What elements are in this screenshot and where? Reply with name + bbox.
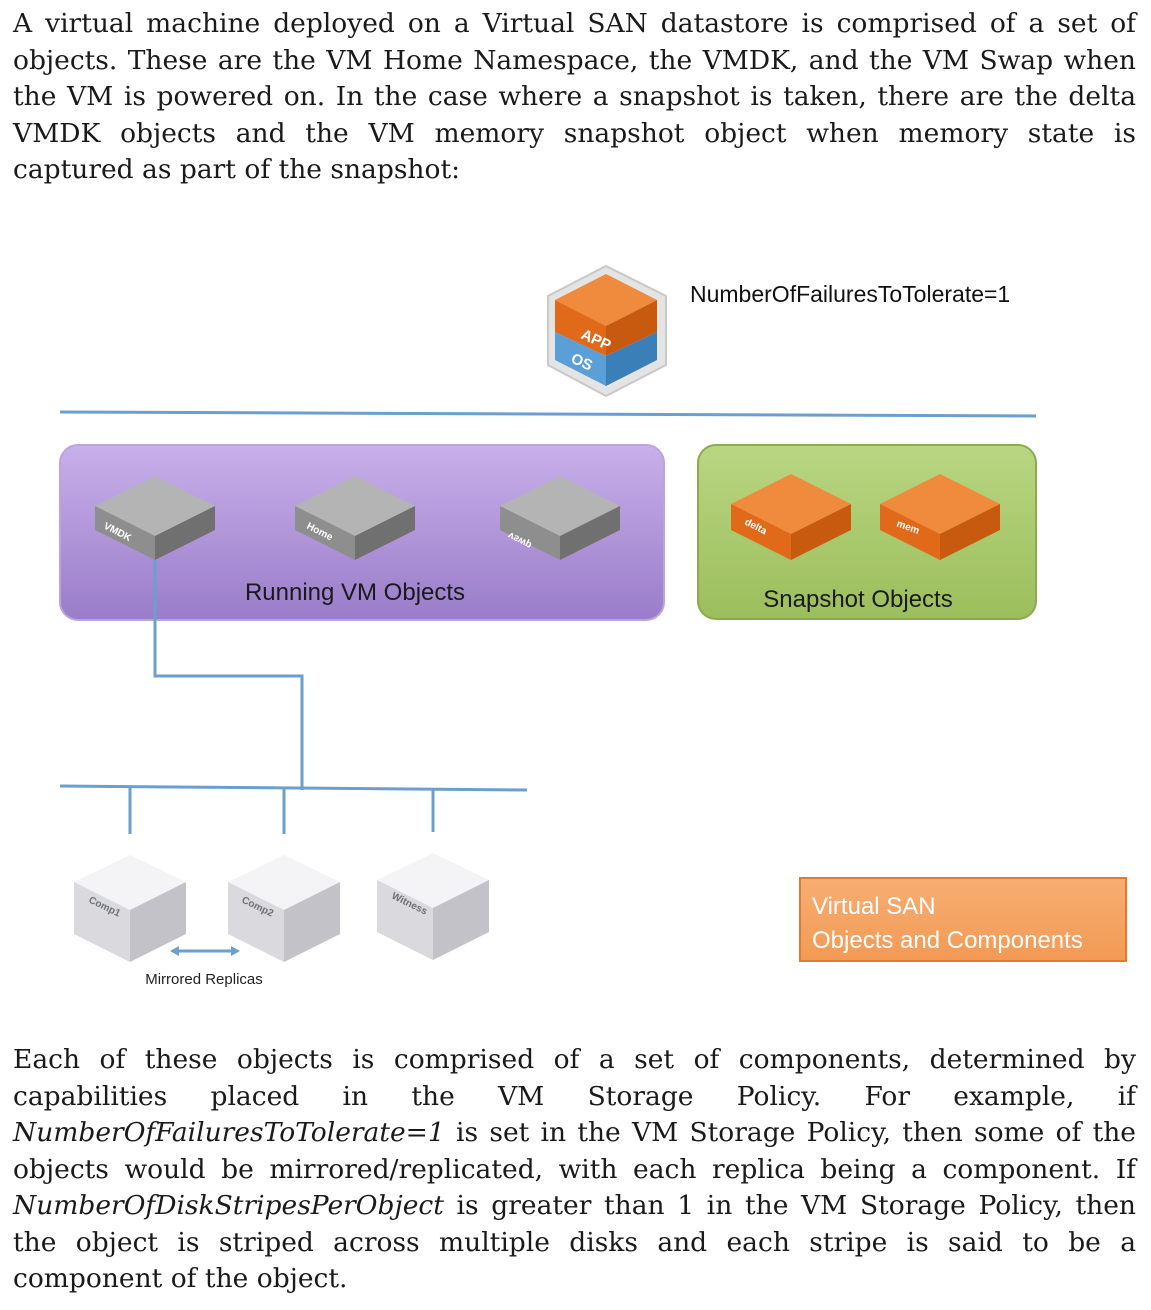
vsan-object-diagram: APP OS NumberOfFailuresToTolerate=1 VMDK… bbox=[59, 264, 1127, 988]
running-objects-label: Running VM Objects bbox=[245, 579, 465, 606]
home-object-icon: Home bbox=[295, 476, 415, 560]
delta-object-icon: delta bbox=[731, 474, 851, 560]
vmdk-connector-line bbox=[153, 560, 304, 790]
snapshot-objects-group: delta mem Snapshot Objects bbox=[697, 444, 1037, 620]
intro-paragraph: A virtual machine deployed on a Virtual … bbox=[13, 8, 1136, 185]
comp2-component-icon: Comp2 bbox=[228, 855, 340, 962]
mirrored-replicas-label: Mirrored Replicas bbox=[145, 971, 263, 988]
vmdk-object-icon: VMDK bbox=[95, 476, 215, 560]
body-paragraph: Each of these objects is comprised of a … bbox=[13, 1042, 1136, 1298]
legend-box: Virtual SAN Objects and Components bbox=[799, 877, 1127, 962]
witness-component-icon: Witness bbox=[377, 853, 489, 960]
policy-label: NumberOfFailuresToTolerate=1 bbox=[690, 281, 1010, 307]
vm-app-os-icon: APP OS bbox=[547, 264, 667, 398]
legend-line-1: Virtual SAN bbox=[812, 893, 936, 920]
components-bus-line bbox=[59, 784, 528, 792]
legend-line-2: Objects and Components bbox=[812, 927, 1083, 954]
vswp-object-icon: vswp bbox=[500, 476, 620, 560]
top-divider-line bbox=[59, 410, 1037, 418]
comp1-component-icon: Comp1 bbox=[74, 855, 186, 962]
policy-term-stripes: NumberOfDiskStripesPerObject bbox=[13, 1190, 444, 1221]
body-text-3: is greater than 1 in the VM Storage Poli… bbox=[13, 1190, 1136, 1294]
snapshot-objects-label: Snapshot Objects bbox=[763, 586, 952, 613]
mirrored-replicas-arrow bbox=[170, 946, 240, 956]
mem-object-icon: mem bbox=[880, 474, 1000, 560]
running-objects-group: VMDK Home vswp Running VM Objects bbox=[59, 444, 665, 621]
body-text-1: Each of these objects is comprised of a … bbox=[13, 1044, 1136, 1112]
body-text-2: is set in the VM Storage Policy, then so… bbox=[13, 1117, 1136, 1185]
policy-term-failures: NumberOfFailuresToTolerate=1 bbox=[13, 1117, 445, 1148]
